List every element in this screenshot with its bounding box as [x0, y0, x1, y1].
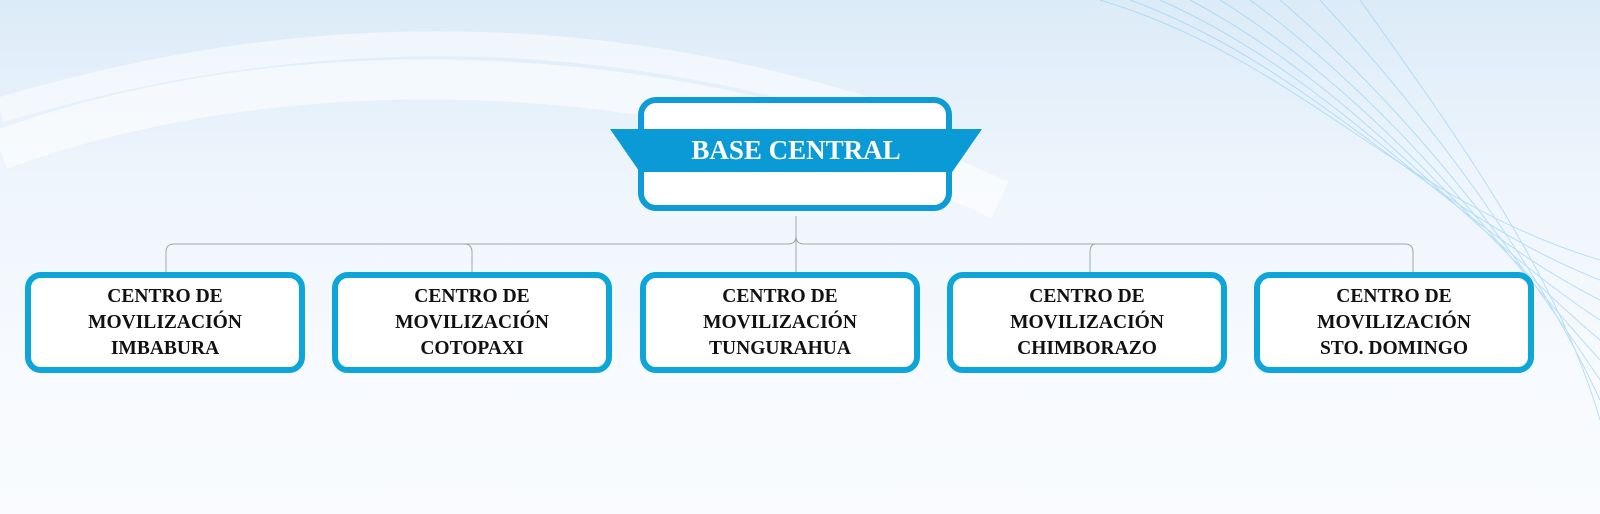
node-line: CENTRO DE — [1336, 285, 1452, 307]
node-name: CHIMBORAZO — [1017, 337, 1157, 359]
node-imbabura: CENTRO DE MOVILIZACIÓN IMBABURA — [25, 272, 305, 373]
node-line: MOVILIZACIÓN — [1317, 311, 1471, 333]
node-chimborazo: CENTRO DE MOVILIZACIÓN CHIMBORAZO — [947, 272, 1227, 373]
node-line: MOVILIZACIÓN — [395, 311, 549, 333]
node-name: STO. DOMINGO — [1319, 337, 1469, 359]
node-sto-domingo: CENTRO DE MOVILIZACIÓN STO. DOMINGO — [1254, 272, 1534, 373]
base-central-banner: BASE CENTRAL — [610, 129, 982, 172]
node-cotopaxi: CENTRO DE MOVILIZACIÓN COTOPAXI — [332, 272, 612, 373]
node-name: TUNGURAHUA — [709, 337, 851, 359]
connectors — [165, 216, 1414, 272]
node-name: IMBABURA — [110, 337, 220, 359]
node-line: MOVILIZACIÓN — [1010, 311, 1164, 333]
node-tungurahua: CENTRO DE MOVILIZACIÓN TUNGURAHUA — [640, 272, 920, 373]
node-name: COTOPAXI — [420, 337, 524, 359]
node-line: MOVILIZACIÓN — [88, 311, 242, 333]
node-line: CENTRO DE — [1029, 285, 1145, 307]
base-central-label: BASE CENTRAL — [691, 135, 901, 165]
node-line: CENTRO DE — [414, 285, 530, 307]
node-line: CENTRO DE — [107, 285, 223, 307]
node-line: MOVILIZACIÓN — [703, 311, 857, 333]
node-line: CENTRO DE — [722, 285, 838, 307]
